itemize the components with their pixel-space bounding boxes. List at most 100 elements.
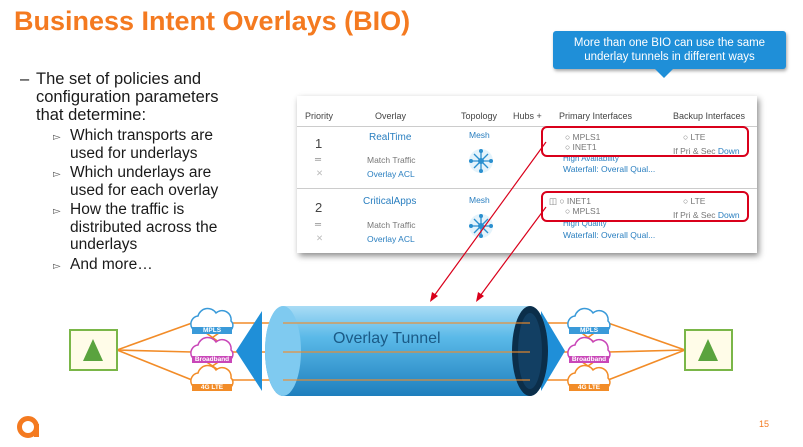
cloud-broadband-left-icon xyxy=(190,336,234,361)
cloud-mpls-right-icon xyxy=(567,307,611,332)
mesh-topology-icon xyxy=(469,149,493,173)
cloud-mpls-left-icon xyxy=(190,307,234,332)
arrow-bullet-icon: ▻ xyxy=(53,169,61,180)
sub-bullet-line: Which underlays are xyxy=(70,164,212,181)
delete-icon[interactable]: ✕ xyxy=(316,233,324,243)
sub-bullet-more: ▻ And more… xyxy=(20,256,280,274)
policy-waterfall: Waterfall: Overall Qual... xyxy=(563,164,656,174)
highlight-box-row1 xyxy=(541,126,749,157)
tunnel-right-arrow-icon xyxy=(541,311,565,391)
site-box-right xyxy=(684,329,733,371)
backup-interface: ○ LTE xyxy=(683,132,706,142)
primary-interface-2: ○ MPLS1 xyxy=(565,206,601,216)
tunnel-left-end xyxy=(265,306,301,396)
primary-interface-label: INET1 xyxy=(566,196,591,206)
sub-bullet-line: How the traffic is xyxy=(70,201,185,218)
backup-down-link[interactable]: Down xyxy=(717,146,740,156)
header-hubs: Hubs + xyxy=(513,111,542,121)
main-bullet-line-2: configuration parameters xyxy=(36,88,219,106)
overlay-acl-link[interactable]: Overlay ACL xyxy=(367,234,415,244)
delete-icon[interactable]: ✕ xyxy=(316,168,324,178)
callout-line-2: underlay tunnels in different ways xyxy=(584,51,755,63)
backup-condition: If Pri & Sec Down xyxy=(673,210,740,220)
highlight-box-row2 xyxy=(541,191,749,222)
cloud-label-lte-right: 4G LTE xyxy=(569,384,609,391)
sub-bullet-line: used for underlays xyxy=(70,144,198,162)
slide-title: Business Intent Overlays (BIO) xyxy=(14,6,411,36)
cloud-lte-right-icon xyxy=(567,364,611,389)
cloud-lte-left-icon xyxy=(190,364,234,389)
overlay-name-link[interactable]: CriticalApps xyxy=(363,196,417,207)
tunnel-left-arrow-icon xyxy=(236,311,262,391)
match-traffic-label: Match Traffic xyxy=(367,155,416,165)
sub-bullet-line: used for each overlay xyxy=(70,181,219,199)
arrow-bullet-icon: ▻ xyxy=(53,132,61,143)
row-priority: 1 xyxy=(315,136,323,151)
backup-interface: ○ LTE xyxy=(683,196,706,206)
sub-bullet-list: ▻ Which transports are used for underlay… xyxy=(20,127,280,273)
arrow-bullet-icon: ▻ xyxy=(53,206,61,217)
header-divider xyxy=(297,126,757,127)
primary-interface-label: MPLS1 xyxy=(572,206,601,216)
primary-interface-label: INET1 xyxy=(572,142,597,152)
backup-if-label: If Pri & Sec xyxy=(673,210,716,220)
arrow-bullet-icon: ▻ xyxy=(53,260,61,272)
main-bullet-line-3: that determine: xyxy=(36,106,147,124)
sub-bullet-transports: ▻ Which transports are used for underlay… xyxy=(20,127,280,162)
policy-mode: High Quality xyxy=(563,219,607,228)
arrow-line-row1 xyxy=(433,141,547,297)
callout-box: More than one BIO can use the same under… xyxy=(553,31,786,69)
backup-down-link[interactable]: Down xyxy=(717,210,740,220)
arrow-head-icon xyxy=(476,292,484,302)
sub-bullet-line: distributed across the xyxy=(70,218,218,236)
callout-tail xyxy=(655,69,673,78)
arrow-line-row2 xyxy=(479,206,547,297)
tunnel-body xyxy=(265,306,548,396)
main-bullet: – The set of policies and configuration … xyxy=(20,70,280,124)
topology-label: Mesh xyxy=(469,130,490,140)
cloud-label-broadband-right: Broadband xyxy=(569,356,609,363)
row-priority: 2 xyxy=(315,200,323,215)
policy-mode: High Availability xyxy=(563,154,619,163)
backup-condition: If Pri & Sec Down xyxy=(673,146,740,156)
cloud-label-broadband-left: Broadband xyxy=(192,356,232,363)
row-divider xyxy=(297,188,757,189)
policy-waterfall: Waterfall: Overall Qual... xyxy=(563,230,656,240)
main-bullet-line-1: The set of policies and xyxy=(36,70,202,88)
callout-line-1: More than one BIO can use the same xyxy=(573,37,766,49)
sub-bullet-line: And more… xyxy=(70,255,153,273)
drag-handle-icon[interactable]: ═ xyxy=(315,154,322,164)
site-triangle-icon xyxy=(83,339,103,361)
match-traffic-label: Match Traffic xyxy=(367,220,416,230)
overlay-table-screenshot: Priority Overlay Topology Hubs + Primary… xyxy=(297,96,757,253)
header-backup-interfaces: Backup Interfaces xyxy=(673,111,746,121)
primary-interface-label: MPLS1 xyxy=(572,132,601,142)
cloud-label-mpls-left: MPLS xyxy=(192,327,232,334)
backup-interface-label: LTE xyxy=(690,132,706,142)
arrow-head-icon xyxy=(430,292,438,302)
dash-marker: – xyxy=(20,70,30,88)
page-number: 15 xyxy=(759,419,770,429)
overlay-name-link[interactable]: RealTime xyxy=(369,132,412,143)
sub-bullet-underlays: ▻ Which underlays are used for each over… xyxy=(20,164,280,199)
cloud-label-lte-left: 4G LTE xyxy=(192,384,232,391)
site-triangle-icon xyxy=(698,339,718,361)
header-primary-interfaces: Primary Interfaces xyxy=(559,111,633,121)
tunnel-label: Overlay Tunnel xyxy=(333,330,441,347)
overlay-acl-link[interactable]: Overlay ACL xyxy=(367,169,415,179)
sub-bullet-line: Which transports are xyxy=(70,127,213,144)
bullet-list: – The set of policies and configuration … xyxy=(20,70,280,275)
company-logo-icon xyxy=(17,416,39,438)
backup-if-label: If Pri & Sec xyxy=(673,146,716,156)
primary-interface-1: ◫ ○ INET1 xyxy=(549,196,591,206)
topology-label: Mesh xyxy=(469,195,490,205)
drag-handle-icon[interactable]: ═ xyxy=(315,219,322,229)
header-topology: Topology xyxy=(461,111,498,121)
primary-interface-2: ○ INET1 xyxy=(565,142,597,152)
sub-bullet-traffic: ▻ How the traffic is distributed across … xyxy=(20,201,280,254)
backup-interface-label: LTE xyxy=(690,196,706,206)
cloud-broadband-right-icon xyxy=(567,336,611,361)
header-overlay: Overlay xyxy=(375,111,407,121)
header-priority: Priority xyxy=(305,111,334,121)
